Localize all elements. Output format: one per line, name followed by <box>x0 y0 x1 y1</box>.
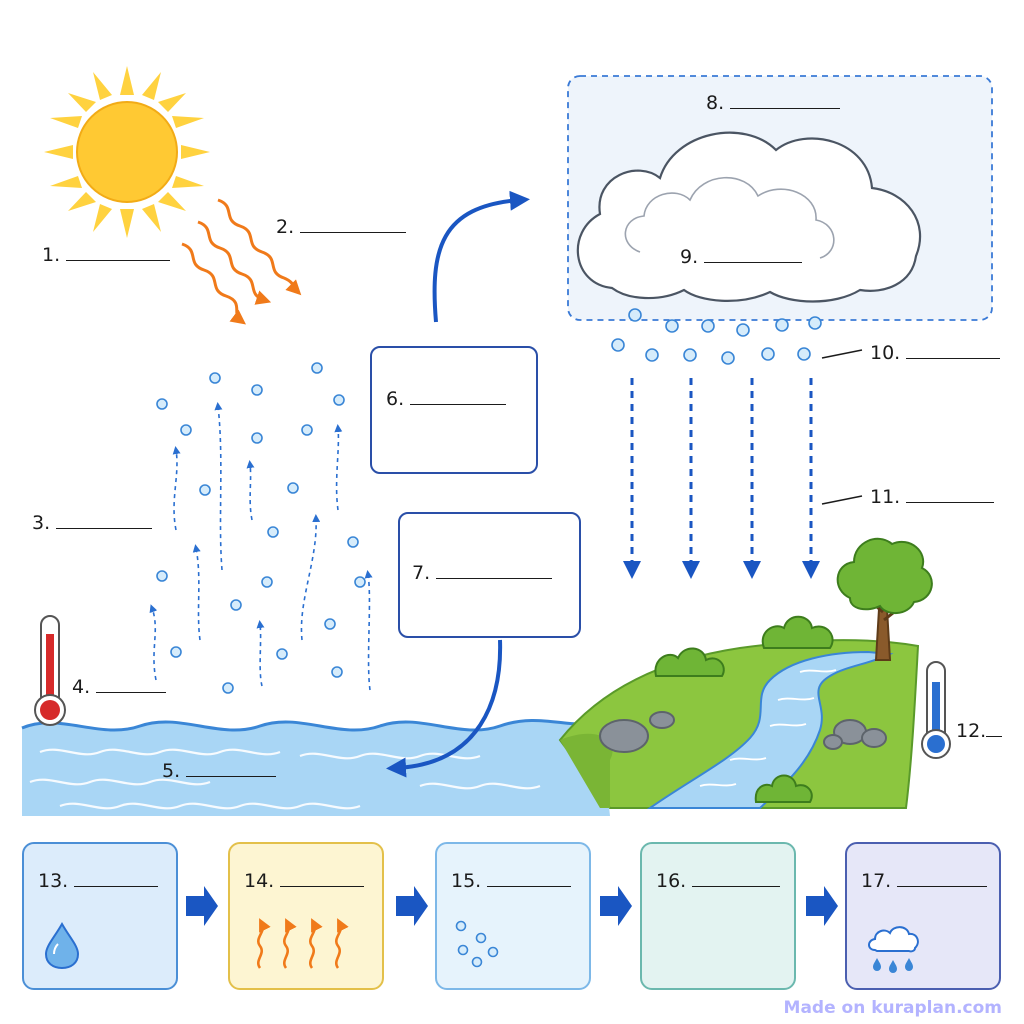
answer-blank-2[interactable] <box>300 216 407 233</box>
watermark: Made on kuraplan.com <box>783 998 1002 1018</box>
river <box>646 650 894 809</box>
label-8: 8. <box>706 92 841 114</box>
flow-arrow-down <box>386 639 503 778</box>
label-5: 5. <box>162 760 277 782</box>
answer-blank-3[interactable] <box>56 512 153 529</box>
rocks <box>599 711 887 753</box>
vapor-dots-icon <box>455 920 499 968</box>
label-2: 2. <box>276 216 407 238</box>
step-box-15: 15. <box>435 842 591 990</box>
land-hill <box>558 639 920 809</box>
heat-rays-icon <box>181 198 302 325</box>
answer-blank-12[interactable] <box>986 720 1003 737</box>
precipitation-arrows <box>623 378 820 579</box>
leader-line-10 <box>821 349 863 359</box>
label-9: 9. <box>680 246 803 268</box>
label-4: 4. <box>72 676 167 698</box>
answer-blank-7[interactable] <box>436 562 553 579</box>
step-box-16: 16. <box>640 842 796 990</box>
tree-icon <box>836 537 933 661</box>
answer-blank-13[interactable] <box>74 870 159 887</box>
thermometer-hot-icon <box>34 615 66 726</box>
label-14: 14. <box>244 870 365 892</box>
label-17: 17. <box>861 870 988 892</box>
answer-blank-15[interactable] <box>487 870 572 887</box>
label-12: 12. <box>956 720 1003 742</box>
label-box-6 <box>370 346 538 474</box>
thermometer-cold-icon <box>921 661 951 759</box>
water-body <box>21 719 610 816</box>
bushes <box>654 615 834 803</box>
answer-blank-6[interactable] <box>410 388 507 405</box>
label-10: 10. <box>870 342 1001 364</box>
label-13: 13. <box>38 870 159 892</box>
label-11: 11. <box>870 486 995 508</box>
answer-blank-5[interactable] <box>186 760 277 777</box>
leader-line-11 <box>821 495 863 505</box>
answer-blank-1[interactable] <box>66 244 171 261</box>
rain-cloud-icon <box>868 926 919 973</box>
label-15: 15. <box>451 870 572 892</box>
label-16: 16. <box>656 870 781 892</box>
answer-blank-4[interactable] <box>96 676 167 693</box>
step-arrows <box>186 886 838 926</box>
label-7: 7. <box>412 562 553 584</box>
answer-blank-16[interactable] <box>692 870 781 887</box>
label-3: 3. <box>32 512 153 534</box>
answer-blank-11[interactable] <box>906 486 995 503</box>
rising-heat-icon <box>257 918 349 969</box>
answer-blank-9[interactable] <box>704 246 803 263</box>
step-box-14: 14. <box>228 842 384 990</box>
cloud-icon <box>576 131 922 303</box>
evaporation-arrows <box>149 402 373 691</box>
flow-arrow-up <box>432 190 530 323</box>
step-box-13: 13. <box>22 842 178 990</box>
answer-blank-8[interactable] <box>730 92 841 109</box>
step-box-17: 17. <box>845 842 1001 990</box>
rain-drops <box>611 308 822 365</box>
sun-icon <box>44 66 210 238</box>
answer-blank-14[interactable] <box>280 870 365 887</box>
label-box-7 <box>398 512 581 638</box>
label-1: 1. <box>42 244 171 266</box>
label-6: 6. <box>386 388 507 410</box>
vapor-dots-icon <box>156 362 366 694</box>
water-drop-icon <box>44 921 80 970</box>
answer-blank-17[interactable] <box>897 870 988 887</box>
answer-blank-10[interactable] <box>906 342 1001 359</box>
